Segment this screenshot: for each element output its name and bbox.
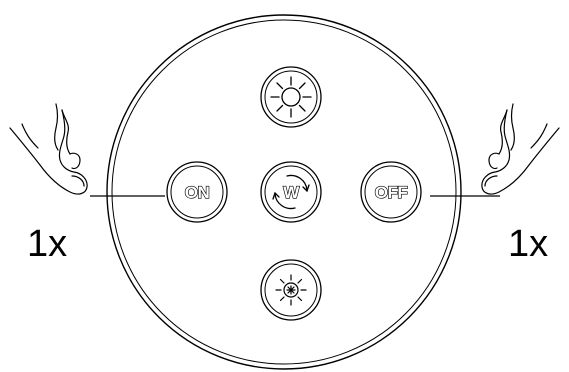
white-mode-button[interactable]: W	[261, 162, 321, 222]
on-button[interactable]: ON	[167, 162, 227, 222]
press-count-right: 1x	[508, 223, 548, 265]
press-count-left: 1x	[27, 223, 67, 265]
finger-press-icon-right	[482, 104, 559, 194]
brightness-down-button[interactable]	[261, 260, 321, 320]
brightness-up-button[interactable]	[261, 67, 321, 127]
off-button-label: OFF	[375, 183, 408, 202]
sun-small-icon	[276, 275, 306, 305]
on-button-label: ON	[185, 183, 210, 202]
white-mode-label: W	[283, 183, 300, 202]
finger-press-icon-left	[10, 104, 87, 194]
off-button[interactable]: OFF	[361, 162, 421, 222]
